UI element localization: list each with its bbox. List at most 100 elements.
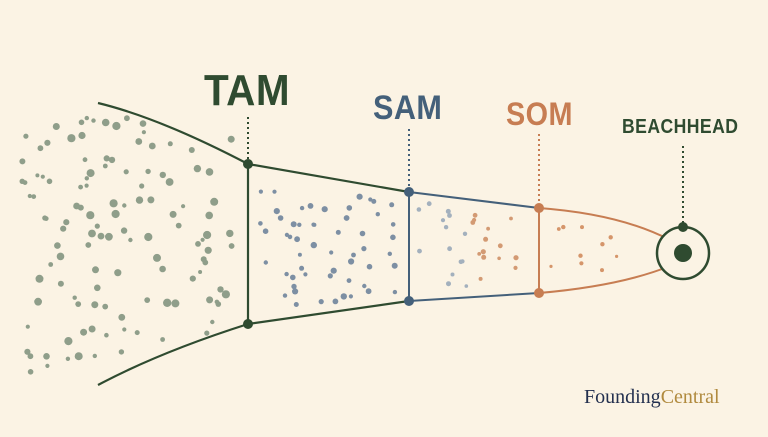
- market-dot: [477, 252, 482, 256]
- market-dot: [153, 253, 161, 262]
- market-dot: [86, 169, 95, 178]
- market-dot: [202, 259, 209, 266]
- sam-top-node: [404, 187, 414, 197]
- som-label: SOM: [506, 96, 573, 132]
- market-dot: [277, 215, 284, 221]
- market-dot: [159, 265, 166, 273]
- market-dot: [509, 216, 513, 221]
- market-dot: [447, 213, 452, 218]
- market-dot: [204, 330, 210, 336]
- market-dot: [111, 209, 120, 219]
- market-dot: [139, 183, 145, 189]
- market-dot: [135, 196, 144, 204]
- market-dot: [446, 281, 451, 287]
- market-dot: [615, 254, 619, 258]
- market-dot: [497, 256, 501, 261]
- market-dot: [43, 353, 50, 360]
- market-dot: [272, 189, 277, 194]
- market-dot: [292, 288, 299, 295]
- market-dot: [163, 298, 172, 307]
- market-dots: [19, 115, 619, 375]
- market-dot: [27, 353, 34, 360]
- market-dot: [307, 203, 314, 209]
- som-bottom-node: [534, 288, 544, 298]
- market-dot: [91, 118, 96, 123]
- market-dot: [200, 237, 205, 242]
- market-dot: [391, 262, 398, 269]
- brand-logo: FoundingCentral: [584, 386, 720, 409]
- market-dot: [65, 356, 71, 361]
- market-dot: [392, 289, 398, 295]
- market-dot: [48, 262, 54, 267]
- tam-label: TAM: [204, 66, 291, 115]
- market-dot: [204, 246, 212, 254]
- market-dot: [169, 210, 177, 218]
- market-dot: [486, 226, 490, 231]
- market-dot: [19, 158, 26, 165]
- market-dot: [287, 234, 293, 240]
- market-dot: [171, 299, 180, 308]
- market-dot: [19, 178, 25, 184]
- market-dot: [361, 246, 367, 252]
- funnel-top-edge-tam: [97, 101, 410, 194]
- funnel-bottom-edge-som: [538, 265, 671, 294]
- market-dot: [74, 352, 83, 361]
- market-dot: [580, 225, 584, 230]
- market-dot: [109, 199, 118, 208]
- market-dot: [72, 295, 77, 300]
- market-dot: [214, 299, 220, 305]
- funnel-bottom-edge-tam: [97, 299, 410, 386]
- market-dot: [346, 278, 352, 283]
- market-dot: [167, 141, 173, 147]
- market-dot: [188, 147, 195, 153]
- market-dot: [258, 189, 263, 194]
- market-dot: [78, 131, 86, 140]
- market-dot: [57, 280, 64, 287]
- market-dot: [417, 248, 422, 254]
- market-dot: [91, 301, 99, 309]
- market-dot: [579, 261, 584, 266]
- market-dot: [31, 194, 37, 200]
- market-dot: [299, 205, 305, 211]
- market-dot: [258, 221, 263, 226]
- market-dot: [210, 319, 215, 325]
- market-dot: [600, 242, 605, 247]
- beachhead-target-center: [674, 244, 692, 262]
- market-dot: [362, 283, 367, 289]
- market-dot: [118, 313, 126, 321]
- market-dot: [210, 197, 219, 206]
- market-dot: [290, 221, 297, 228]
- market-dot: [114, 269, 122, 277]
- market-dot: [25, 324, 30, 329]
- market-dot: [290, 274, 296, 281]
- market-dot: [390, 222, 396, 227]
- market-dot: [94, 223, 100, 229]
- market-dot: [44, 139, 51, 146]
- market-dot: [310, 241, 317, 249]
- market-dot: [321, 206, 328, 213]
- market-dot: [78, 119, 85, 126]
- market-dot: [120, 227, 128, 234]
- market-dot: [291, 283, 297, 290]
- market-dot: [101, 118, 110, 127]
- market-dot: [426, 201, 432, 207]
- market-dot: [340, 293, 347, 300]
- market-dot: [82, 157, 88, 163]
- market-dot: [447, 246, 452, 252]
- tam-bottom-node: [243, 319, 253, 329]
- market-dot: [80, 328, 88, 336]
- market-dot: [60, 225, 67, 232]
- market-dot: [84, 115, 90, 121]
- market-dot: [600, 268, 604, 273]
- market-dot: [513, 265, 518, 270]
- market-dot: [282, 293, 288, 298]
- market-dot: [34, 297, 42, 306]
- market-dot: [327, 273, 333, 279]
- market-dot: [330, 267, 337, 274]
- market-dot: [351, 252, 356, 258]
- market-dot: [365, 288, 372, 295]
- market-dot: [147, 196, 155, 204]
- market-dot: [356, 193, 363, 200]
- market-dot: [368, 197, 373, 202]
